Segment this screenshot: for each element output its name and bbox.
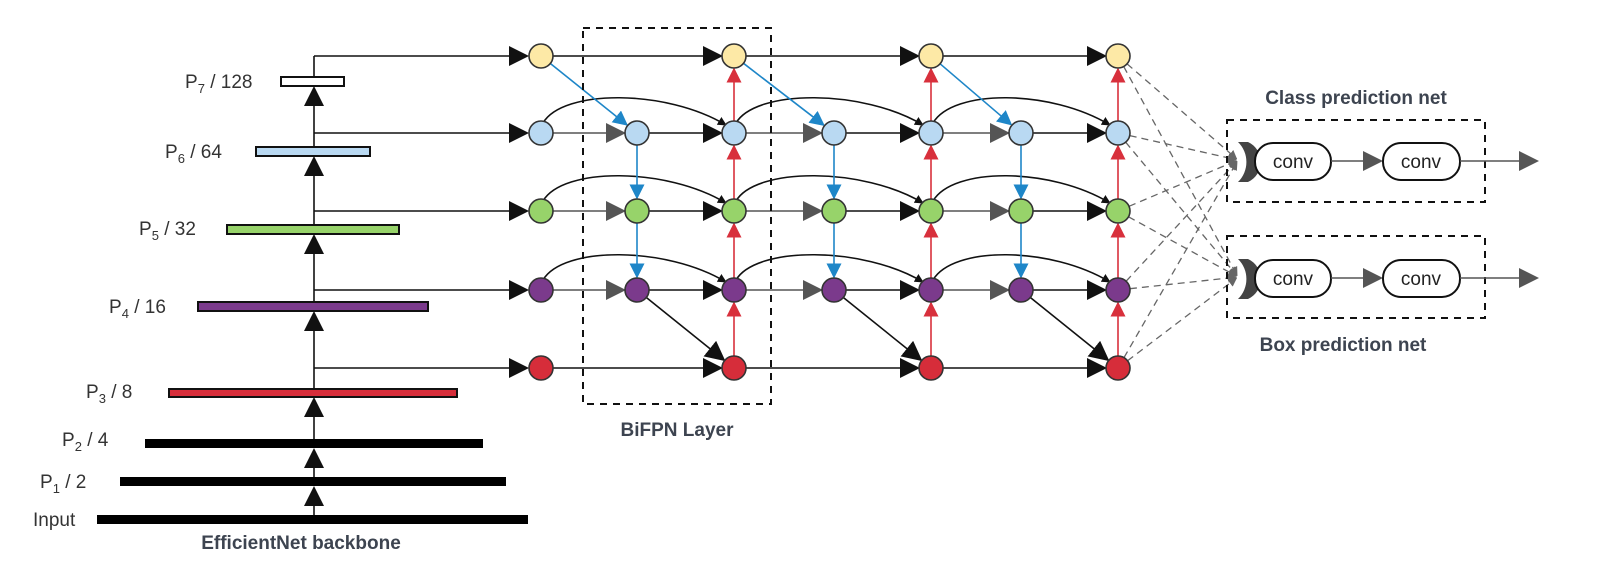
bifpn-l3-out-node-p6	[1105, 120, 1131, 146]
feature-bar-p3	[168, 388, 458, 398]
edge-l2-td-p7-p6	[743, 62, 825, 126]
level-label-p1: P1 / 2	[40, 472, 86, 496]
class-net-title: Class prediction net	[1265, 88, 1447, 109]
edge-l1-p4-curve	[542, 254, 727, 283]
box-net-aggregator-icon	[1238, 259, 1261, 299]
bifpn-l3-mid-node-p5	[1008, 198, 1034, 224]
bifpn-input-node-p6	[528, 120, 554, 146]
feature-bar-p6	[255, 146, 371, 157]
class-net-aggregator-icon	[1238, 142, 1261, 182]
bifpn-input-node-p7	[528, 43, 554, 69]
bifpn-l2-out-node-p4	[918, 277, 944, 303]
box-net-box	[1226, 235, 1486, 319]
fanout-p4-box	[1129, 273, 1237, 290]
input-label: Input	[33, 510, 76, 531]
bifpn-l2-mid-node-p5	[821, 198, 847, 224]
bifpn-l1-out-node-p4	[721, 277, 747, 303]
bifpn-l1-out-node-p3	[721, 355, 747, 381]
feature-bar-p5	[226, 224, 400, 235]
edge-l3-td-p7-p6	[939, 63, 1013, 126]
level-label-p3: P3 / 8	[86, 382, 132, 406]
bifpn-l2-mid-node-p6	[821, 120, 847, 146]
edge-l2-p5-curve	[735, 175, 924, 204]
bifpn-l2-out-node-p7	[918, 43, 944, 69]
bifpn-l2-out-node-p3	[918, 355, 944, 381]
class-conv-2-label: conv	[1401, 152, 1442, 173]
level-label-p4: P4 / 16	[109, 297, 166, 321]
fanout-p3-class	[1123, 160, 1238, 358]
edge-l3-p4-curve	[932, 254, 1111, 283]
fanout-p7-class	[1126, 63, 1238, 160]
level-label-p7: P7 / 128	[185, 72, 252, 96]
bifpn-l3-out-node-p4	[1105, 277, 1131, 303]
edge-l3-p5-curve	[932, 175, 1111, 204]
head-fanout-edges	[1123, 63, 1238, 362]
edge-l1-p5-curve	[542, 175, 727, 204]
backbone-feeds	[314, 46, 529, 378]
bifpn-l2-out-node-p6	[918, 120, 944, 146]
box-net-title: Box prediction net	[1260, 335, 1427, 356]
fanout-p4-class	[1125, 160, 1238, 282]
bifpn-l3-mid-node-p6	[1008, 120, 1034, 146]
bifpn-l3-out-node-p5	[1105, 198, 1131, 224]
edge-l2-p4-curve	[735, 254, 924, 283]
edge-l2-p4-p3	[842, 296, 923, 362]
fanout-p7-box	[1123, 66, 1238, 277]
fanout-p5-box	[1128, 216, 1238, 277]
fanout-p6-box	[1125, 141, 1238, 277]
backbone-title: EfficientNet backbone	[201, 533, 401, 554]
bifpn-edges	[542, 46, 1126, 378]
feature-bar-p2	[145, 439, 483, 448]
feature-bar-p4	[197, 301, 429, 312]
bifpn-input-node-p3	[528, 355, 554, 381]
fanout-p5-class	[1128, 159, 1237, 207]
bifpn-l3-out-node-p3	[1105, 355, 1131, 381]
bifpn-l1-mid-node-p4	[624, 277, 650, 303]
feature-bar-p1	[120, 477, 506, 486]
bifpn-l1-out-node-p6	[721, 120, 747, 146]
bifpn-l2-mid-node-p4	[821, 277, 847, 303]
backbone-bars	[97, 76, 528, 524]
edge-l2-p6-curve	[735, 97, 924, 126]
feature-bar-p7	[280, 76, 345, 87]
level-labels: P7 / 128 P6 / 64 P5 / 32 P4 / 16 P3 / 8 …	[33, 72, 401, 554]
fanout-p6-class	[1129, 134, 1237, 163]
bifpn-l3-out-node-p7	[1105, 43, 1131, 69]
class-prediction-net: Class prediction net conv conv	[1226, 88, 1539, 203]
feature-bar-input	[97, 515, 528, 524]
edge-l3-p6-curve	[932, 97, 1111, 126]
level-label-p2: P2 / 4	[62, 430, 109, 454]
bifpn-l1-out-node-p7	[721, 43, 747, 69]
bifpn-input-node-p5	[528, 198, 554, 224]
bifpn-nodes	[528, 43, 1131, 381]
edge-l1-td-p7-p6	[549, 62, 629, 126]
bifpn-l3-mid-node-p4	[1008, 277, 1034, 303]
fanout-p3-box	[1127, 277, 1238, 362]
level-label-p6: P6 / 64	[165, 142, 222, 166]
edge-l1-p6-curve	[542, 97, 727, 126]
bifpn-l1-mid-node-p5	[624, 198, 650, 224]
box-conv-1-label: conv	[1273, 269, 1314, 290]
bifpn-layer-box	[582, 27, 772, 405]
box-prediction-net: conv conv Box prediction net	[1226, 235, 1539, 356]
edge-l3-p4-p3	[1029, 296, 1110, 362]
bifpn-input-node-p4	[528, 277, 554, 303]
class-conv-1-label: conv	[1273, 152, 1314, 173]
level-label-p5: P5 / 32	[139, 219, 196, 243]
bifpn-l1-out-node-p5	[721, 198, 747, 224]
box-conv-2-label: conv	[1401, 269, 1442, 290]
edge-l1-p4-p3	[645, 296, 726, 362]
bifpn-l1-mid-node-p6	[624, 120, 650, 146]
bifpn-layer-label: BiFPN Layer	[621, 420, 735, 441]
bifpn-l2-out-node-p5	[918, 198, 944, 224]
